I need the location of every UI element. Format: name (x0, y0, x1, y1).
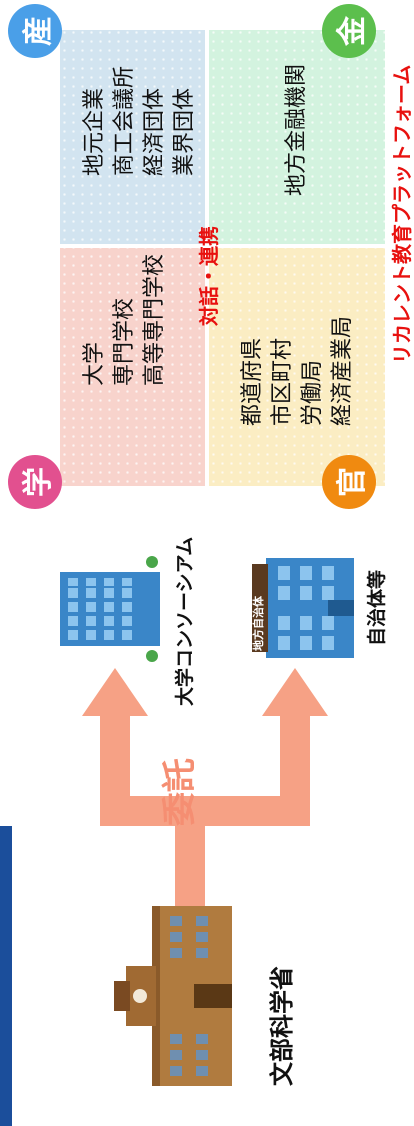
platform-label: リカレント教育プラットフォーム (390, 64, 414, 364)
industry-line: 商工会議所 (112, 65, 137, 176)
academia-line: 専門学校 (112, 297, 137, 386)
ministry-label: 文部科学省 (268, 966, 296, 1086)
industry-line: 地元企業 (82, 87, 107, 176)
local-government-sign: 地方自治体 (252, 596, 265, 651)
government-text: 都道府県 市区町村 労働局 経済産業局 (238, 316, 358, 426)
center-label: 対話・連携 (197, 226, 221, 326)
industry-line: 経済団体 (142, 87, 167, 176)
government-line: 労働局 (300, 359, 325, 426)
left-accent-bar (0, 826, 12, 1126)
consortium-label: 大学コンソーシアム (174, 536, 196, 706)
government-line: 市区町村 (270, 337, 295, 426)
academia-line: 高等専門学校 (142, 253, 167, 386)
government-badge: 官 (322, 455, 376, 509)
local-government-building-icon (252, 558, 354, 658)
government-line: 都道府県 (240, 337, 265, 426)
arrow-label: 委託 (160, 758, 200, 826)
industry-badge: 産 (8, 4, 62, 58)
academia-text: 大学 専門学校 高等専門学校 (80, 254, 170, 386)
industry-text: 地元企業 商工会議所 経済団体 業界団体 (80, 66, 200, 176)
government-line: 経済産業局 (330, 315, 355, 426)
local-government-label: 自治体等 (366, 569, 388, 646)
finance-line: 地方金融機関 (284, 63, 309, 196)
finance-badge: 金 (322, 4, 376, 58)
finance-text: 地方金融機関 (282, 64, 312, 196)
academia-badge: 学 (8, 455, 62, 509)
industry-line: 業界団体 (172, 87, 197, 176)
consortium-building-icon (60, 556, 160, 662)
delegation-arrow (82, 668, 328, 906)
academia-line: 大学 (82, 341, 107, 386)
ministry-building-icon (114, 906, 232, 1086)
